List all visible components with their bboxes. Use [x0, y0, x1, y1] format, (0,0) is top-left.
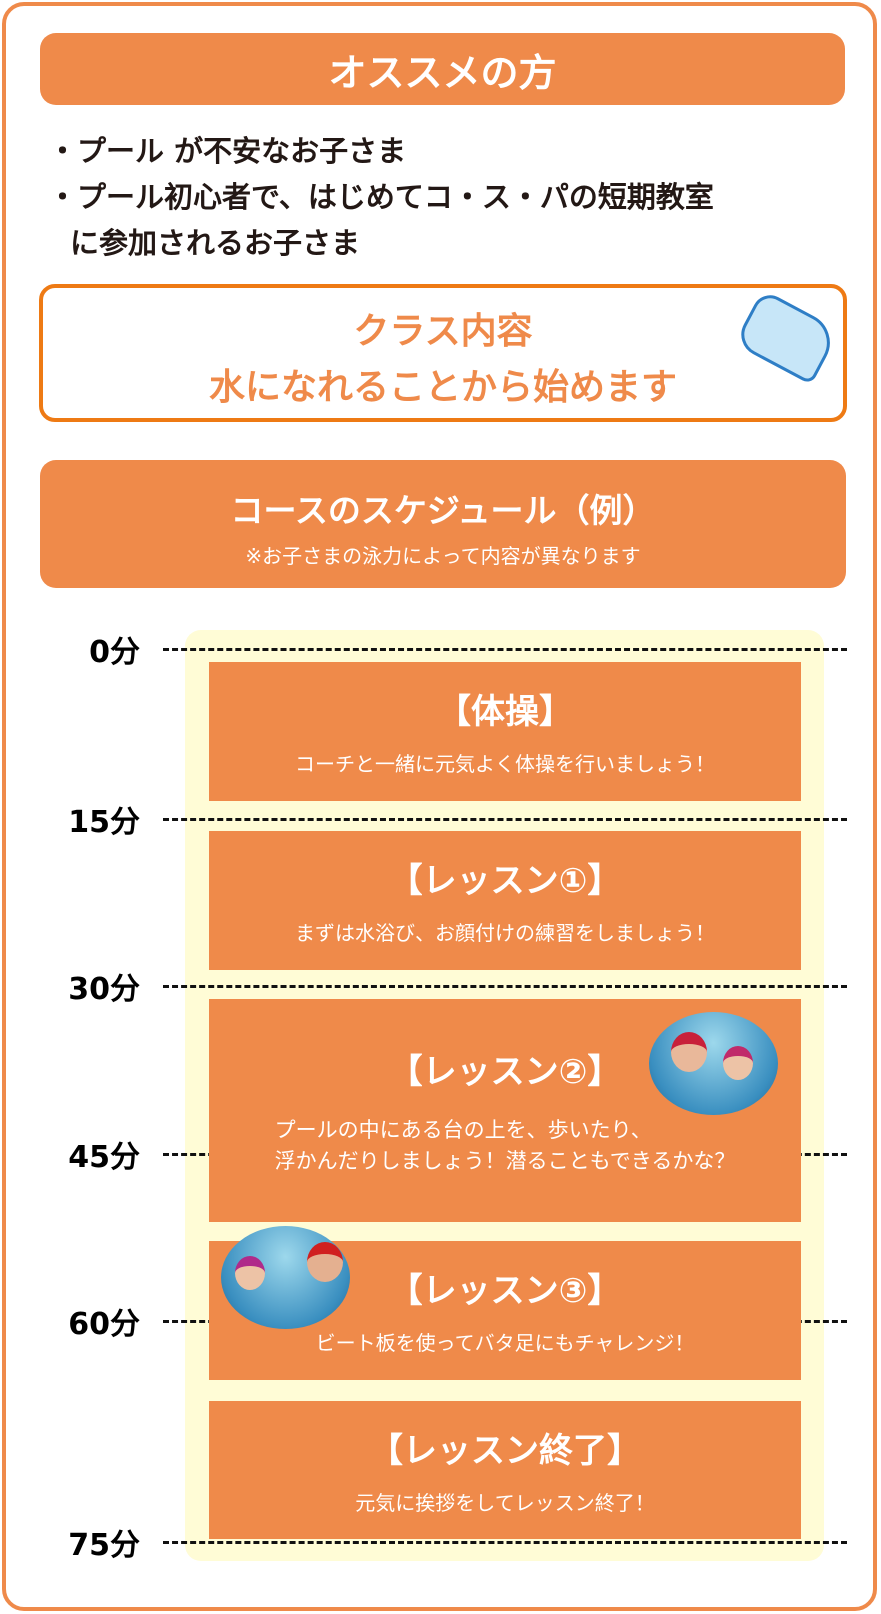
block-lesson-1: 【レッスン①】 まずは水浴び、お顔付けの練習をしましょう！: [209, 831, 801, 970]
kickboard-photo: [221, 1226, 350, 1329]
divider-30: [163, 985, 847, 988]
block-desc: プールの中にある台の上を、歩いたり、 浮かんだりしましょう！潜ることもできるかな…: [275, 1115, 736, 1178]
block-title: 【レッスン①】: [388, 861, 622, 901]
bullet-1: ・プール が不安なお子さま: [48, 134, 407, 168]
divider-0: [163, 648, 847, 651]
block-desc: まずは水浴び、お顔付けの練習をしましょう！: [295, 921, 715, 945]
bullet-2: ・プール初心者で、はじめてコ・ス・パの短期教室: [48, 180, 714, 214]
block-title: 【レッスン②】: [388, 1051, 622, 1092]
schedule-note: ※お子さまの泳力によって内容が異なります: [245, 544, 641, 568]
swimmers-photo: [649, 1012, 778, 1115]
block-lesson-2: 【レッスン②】 プールの中にある台の上を、歩いたり、 浮かんだりしましょう！潜る…: [209, 999, 801, 1222]
time-label-60: 60分: [68, 1307, 140, 1342]
time-label-75: 75分: [68, 1528, 140, 1563]
time-label-15: 15分: [68, 805, 140, 840]
schedule-header: コースのスケジュール（例） ※お子さまの泳力によって内容が異なります: [40, 460, 846, 588]
block-title: 【レッスン③】: [388, 1271, 622, 1311]
block-desc: ビート板を使ってバタ足にもチャレンジ！: [315, 1331, 695, 1355]
class-content-title: クラス内容: [353, 311, 533, 352]
time-label-30: 30分: [68, 972, 140, 1007]
block-desc: 元気に挨拶をしてレッスン終了！: [355, 1490, 655, 1515]
time-label-0: 0分: [89, 635, 140, 670]
block-title: 【レッスン終了】: [369, 1430, 641, 1471]
time-label-45: 45分: [68, 1140, 140, 1175]
divider-15: [163, 818, 847, 821]
block-lesson-end: 【レッスン終了】 元気に挨拶をしてレッスン終了！: [209, 1401, 801, 1539]
schedule-title: コースのスケジュール（例）: [230, 491, 656, 530]
block-desc-line1: プールの中にある台の上を、歩いたり、: [274, 1117, 652, 1142]
block-desc: コーチと一緒に元気よく体操を行いましょう！: [295, 752, 715, 776]
block-title: 【体操】: [437, 692, 573, 732]
block-exercise: 【体操】 コーチと一緒に元気よく体操を行いましょう！: [209, 662, 801, 801]
divider-75: [163, 1541, 847, 1544]
class-content-box: クラス内容 水になれることから始めます: [39, 284, 847, 422]
recommend-header: オススメの方: [40, 33, 845, 105]
class-content-subtitle: 水になれることから始めます: [208, 367, 677, 408]
block-desc-line2: 浮かんだりしましょう！潜ることもできるかな？: [274, 1149, 736, 1173]
bullet-2-cont: に参加されるお子さま: [70, 226, 361, 260]
